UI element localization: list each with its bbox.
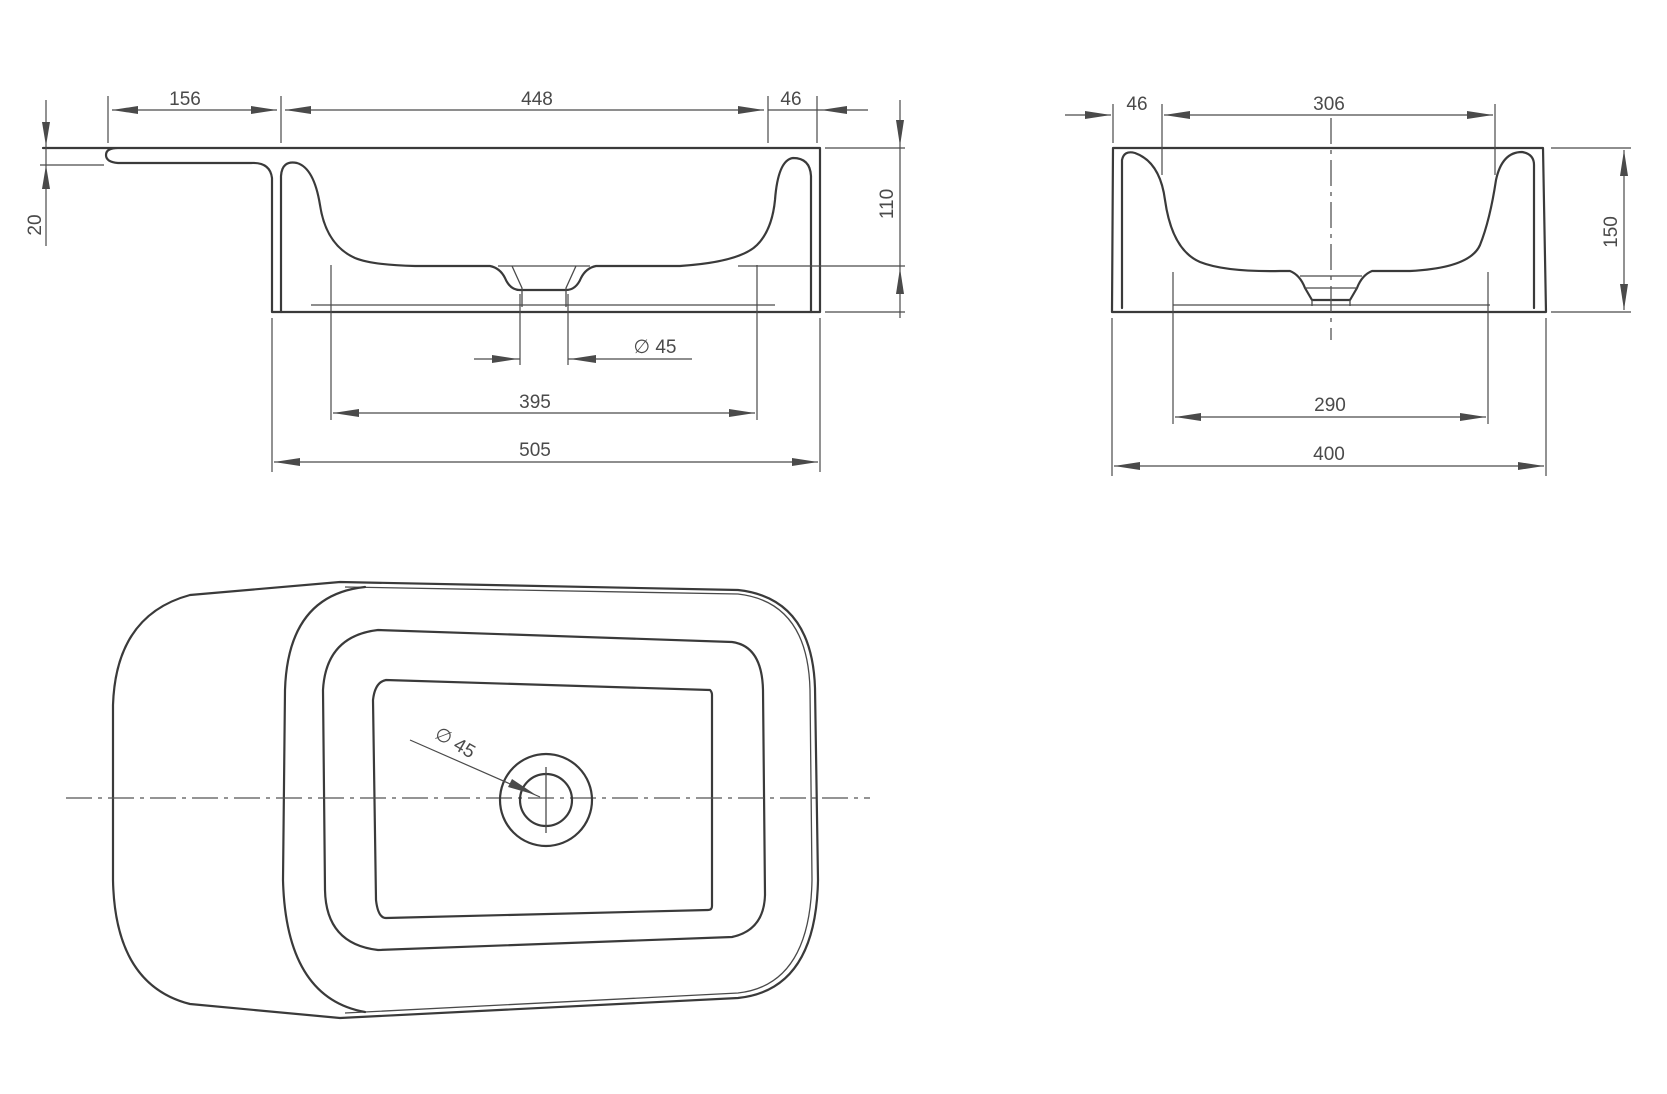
dim-label-end-height: 150 (1601, 216, 1622, 248)
plan-view-bowl-floor (371, 678, 714, 920)
arrowhead (508, 779, 536, 795)
side-view-outline (41, 146, 822, 314)
arrowhead (274, 458, 300, 466)
arrowhead (792, 458, 818, 466)
arrowhead (1620, 284, 1628, 310)
dim-label-top-span: 448 (521, 89, 553, 110)
arrowhead (1175, 413, 1201, 421)
dim-label-overall-width: 400 (1313, 444, 1345, 465)
arrowhead (285, 106, 311, 114)
arrowhead (1085, 111, 1111, 119)
dim-label-rim-right: 46 (780, 89, 801, 110)
dim-label-end-bowl-bottom: 290 (1314, 395, 1346, 416)
plan-view: ∅ 45 (66, 580, 870, 1020)
arrowhead (1114, 462, 1140, 470)
arrowhead (896, 268, 904, 294)
dim-label-plan-drain-diameter: ∅ 45 (431, 723, 479, 763)
arrowhead (492, 355, 518, 363)
arrowhead (251, 106, 277, 114)
dim-label-shelf-thickness: 20 (25, 214, 46, 235)
end-view-outline (1110, 146, 1548, 314)
arrowhead (1518, 462, 1544, 470)
arrowhead (1460, 413, 1486, 421)
arrowhead (738, 106, 764, 114)
side-view-drain (498, 265, 590, 307)
arrowhead (1467, 111, 1493, 119)
arrowhead (1164, 111, 1190, 119)
side-view: 156 448 46 20 110 ∅ 45 395 505 (25, 89, 905, 472)
arrowhead (821, 106, 847, 114)
arrowhead (112, 106, 138, 114)
dim-label-basin-depth: 110 (877, 189, 898, 219)
dim-label-shelf-width: 156 (169, 89, 201, 110)
dim-label-bowl-bottom: 395 (519, 392, 551, 413)
side-view-bowl (279, 156, 813, 314)
plan-view-drain-outer (498, 752, 594, 848)
arrowhead (42, 165, 50, 189)
arrowhead (570, 355, 596, 363)
dim-label-drain-diameter: ∅ 45 (634, 337, 677, 358)
dim-label-end-top-span: 306 (1313, 94, 1345, 115)
plan-view-rim (281, 585, 367, 1014)
plan-view-basin (321, 628, 767, 952)
end-view: 46 306 150 290 400 (1065, 94, 1631, 476)
arrowhead (1620, 150, 1628, 176)
arrowhead (896, 120, 904, 146)
arrowhead (333, 409, 359, 417)
dim-label-overall-length: 505 (519, 440, 551, 461)
arrowhead (729, 409, 755, 417)
end-view-bowl (1120, 150, 1536, 310)
dim-label-rim-left: 46 (1126, 94, 1147, 115)
arrowhead (42, 122, 50, 146)
plan-view-outline (111, 580, 820, 1020)
plan-view-outline-inner (344, 586, 813, 1014)
